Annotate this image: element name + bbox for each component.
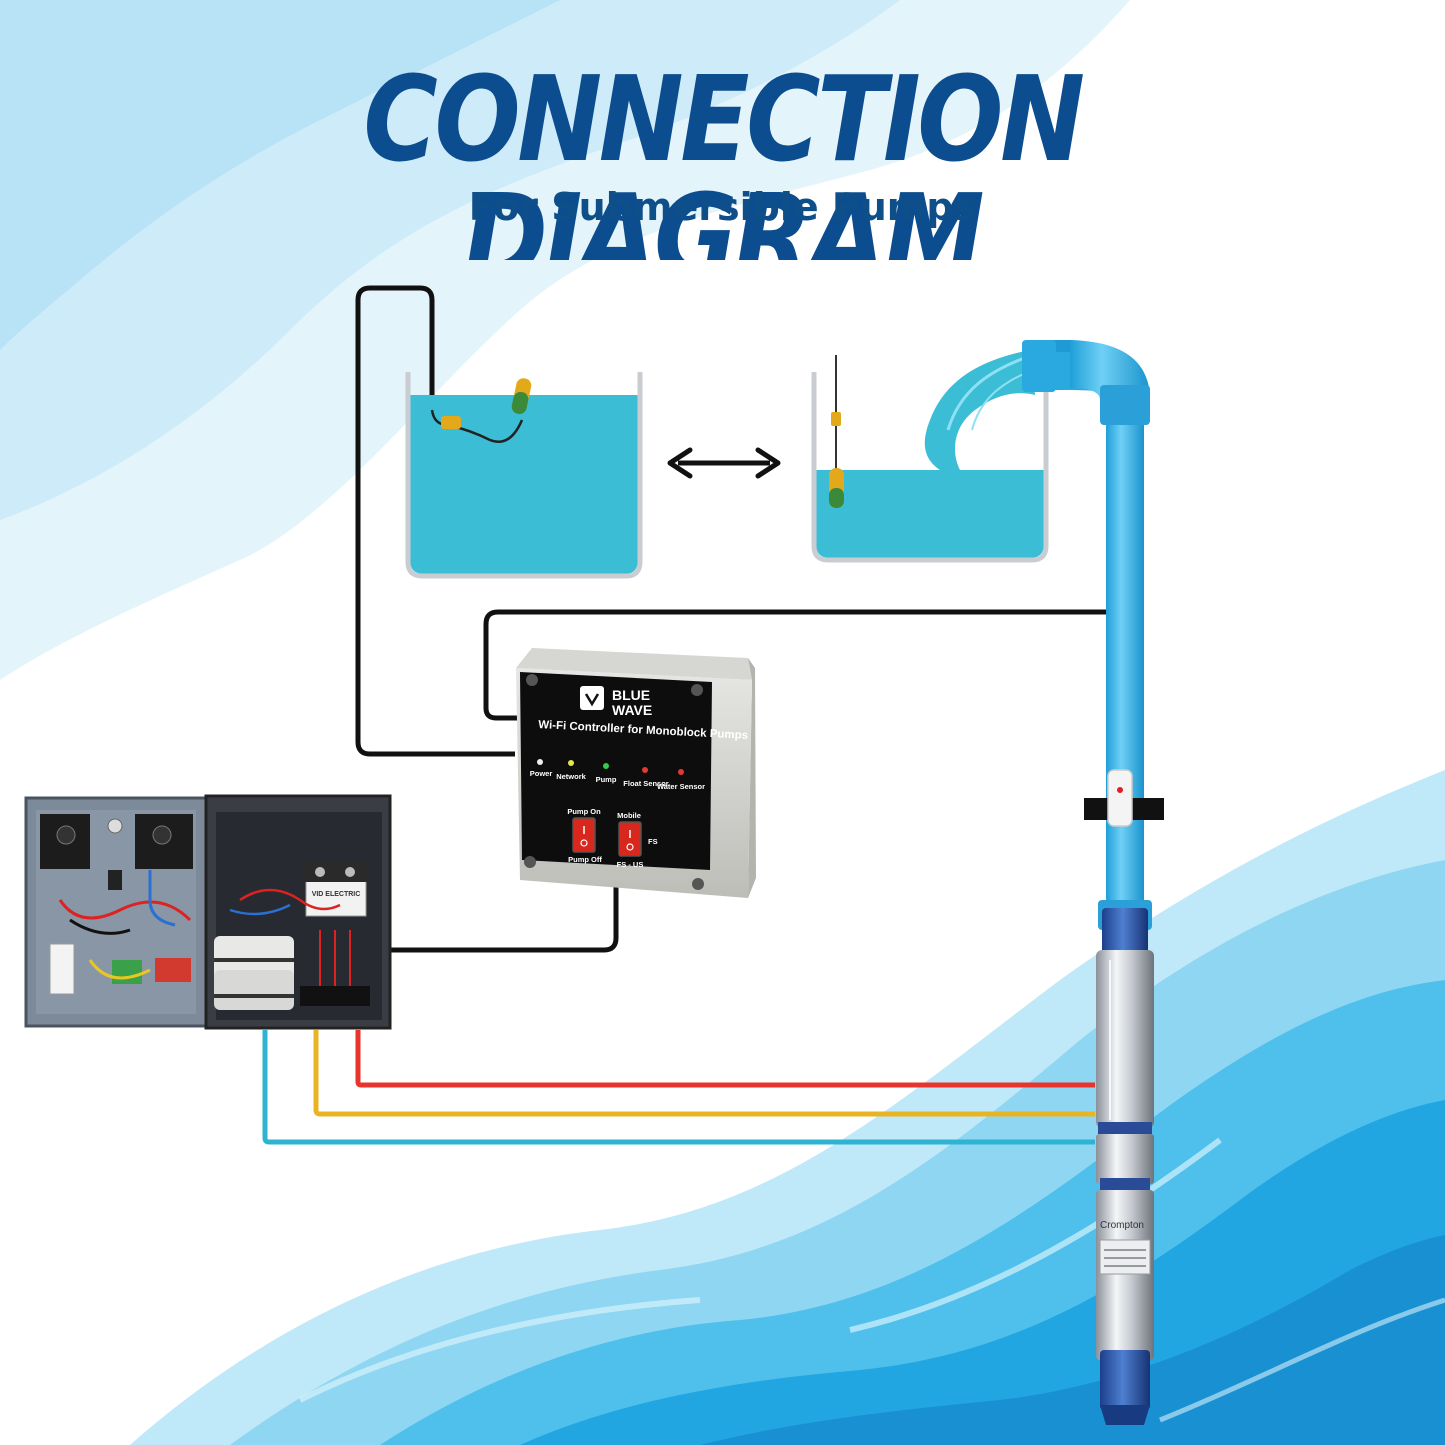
brand-line2: WAVE (612, 702, 652, 718)
tank-full (405, 372, 643, 579)
indicator-label: Pump (596, 775, 617, 784)
switch1-bottom-label: Pump Off (568, 855, 602, 864)
switch2-bottom-label: FS - US (617, 860, 644, 869)
float-sensor-led (642, 767, 648, 773)
indicator-label: Power (530, 769, 553, 778)
bluewave-logo (580, 686, 604, 710)
submersible-pump: Crompton (1096, 908, 1154, 1425)
indicator-label: Float Sensor (623, 779, 669, 788)
starter-controller-cable (370, 885, 619, 953)
float-sensor-cable (355, 285, 515, 757)
water-level-sensor (1084, 769, 1164, 827)
page-title: CONNECTION DIAGRAM (363, 50, 1085, 260)
pump-led (603, 763, 609, 769)
pump-on-off-switch[interactable] (572, 817, 596, 853)
network-led (568, 760, 574, 766)
switch2-top-label: Mobile (617, 811, 641, 820)
wire-yellow (313, 1030, 1095, 1117)
brand-line1: BLUE (612, 687, 650, 703)
indicator-label: Network (556, 772, 586, 781)
tank-low (811, 350, 1049, 563)
switch2-side-label: FS (648, 837, 658, 846)
starter-brand-label: VID ELECTRIC (312, 891, 361, 898)
header-area: CONNECTION DIAGRAM For Submersible Pumps (363, 50, 1085, 260)
background-wave-top (0, 0, 1130, 680)
water-sensor-led (678, 769, 684, 775)
water-stream (924, 350, 1035, 470)
starter-panel: VID ELECTRIC (24, 794, 392, 1030)
delivery-pipe (1022, 340, 1152, 935)
double-arrow-icon (667, 447, 781, 479)
wire-red (355, 1030, 1095, 1088)
indicator-label: Water Sensor (657, 782, 705, 791)
power-led (537, 759, 543, 765)
wifi-controller: BLUE WAVE Wi-Fi Controller for Monoblock… (516, 648, 756, 898)
pump-brand-label: Crompton (1100, 1220, 1144, 1231)
switch1-top-label: Pump On (567, 807, 601, 816)
mode-switch[interactable] (618, 821, 642, 857)
wire-blue (262, 1030, 1095, 1145)
page-subtitle: For Submersible Pumps (468, 185, 977, 229)
float-weight (441, 416, 461, 429)
